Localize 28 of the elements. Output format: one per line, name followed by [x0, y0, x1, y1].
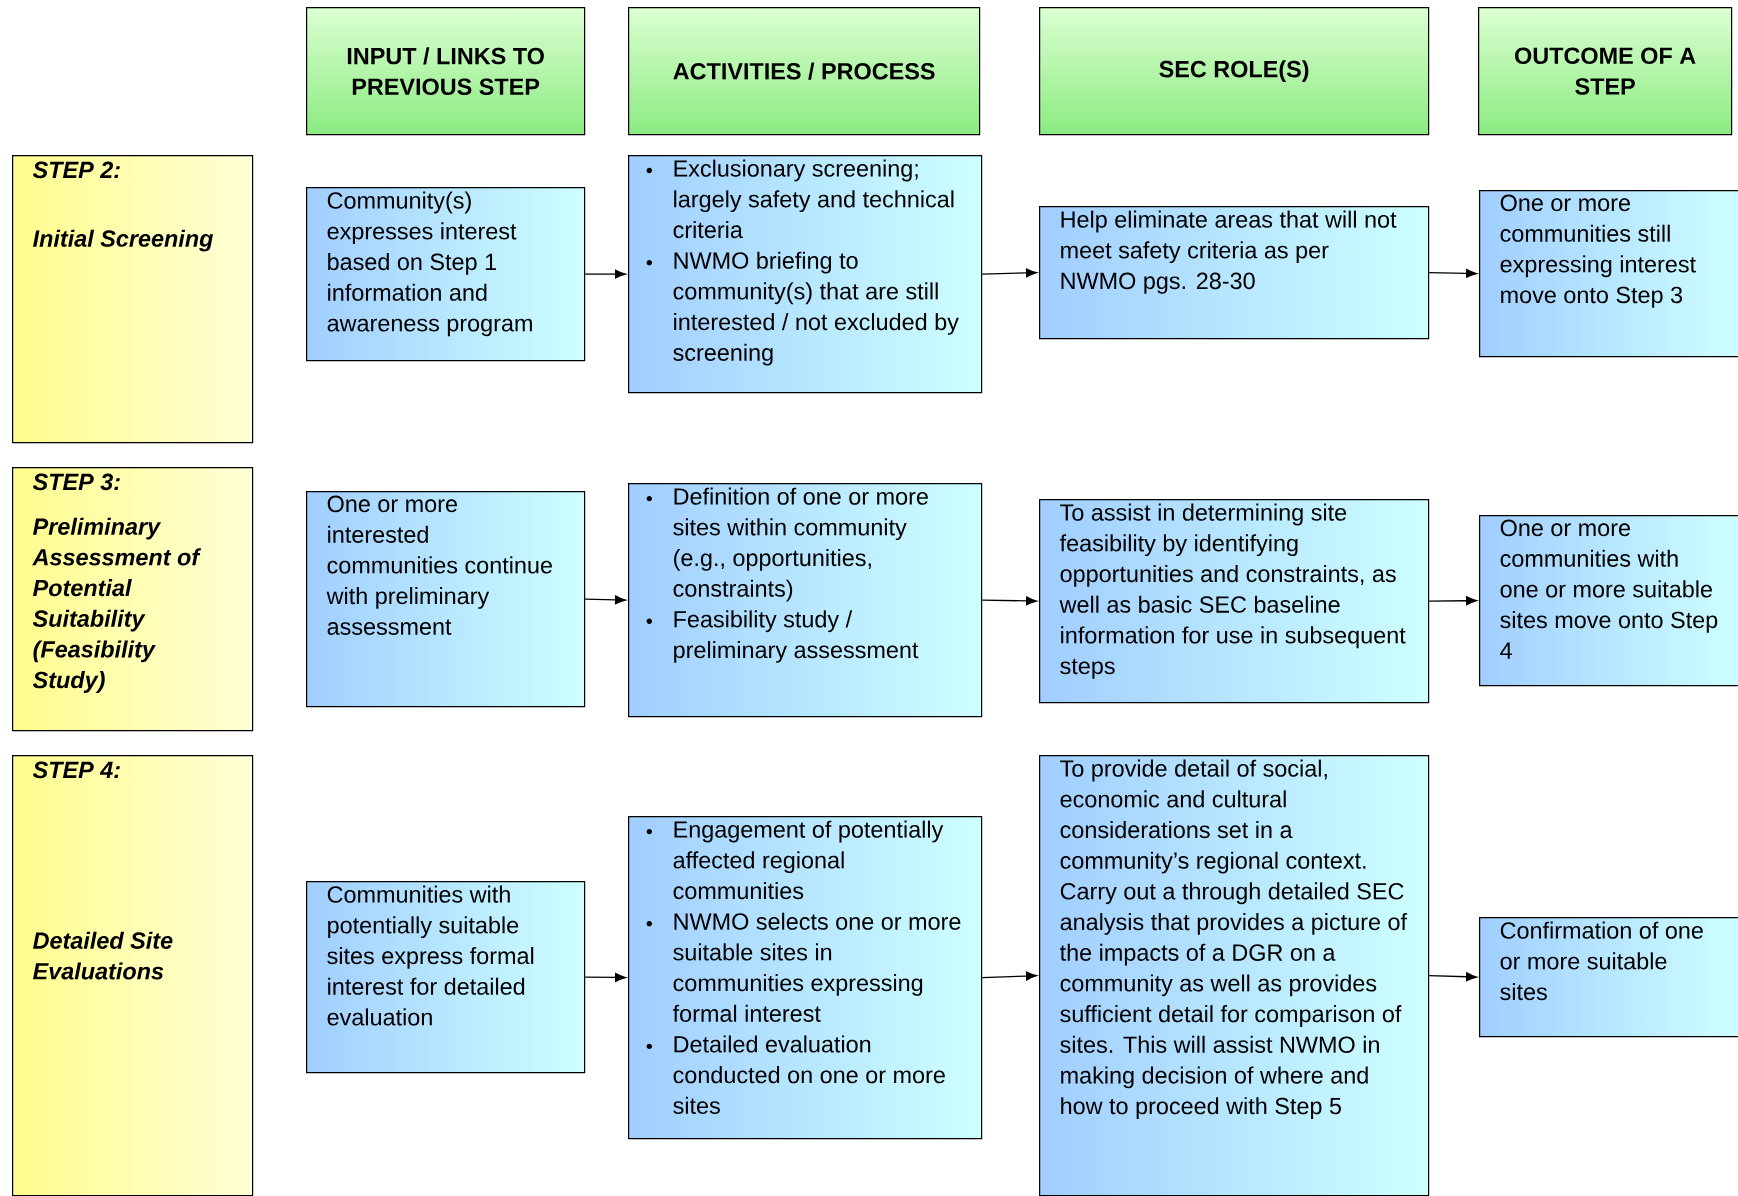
arrow — [1428, 596, 1478, 606]
process-box: To provide detail of social, economic and cultural considerations set in a community’s regional context. Carry out a through detailed SEC analysis that provides a picture of the impacts of a DGR on a community as well as provides sufficient detail for comparison of sites. This will assist NWMO in making decision of where and how to proceed with Step 5 — [1039, 755, 1430, 1196]
column-header: OUTCOME OF A STEP — [1478, 7, 1733, 136]
arrow — [1428, 972, 1478, 982]
step-box: STEP 2: Initial Screening — [12, 155, 254, 444]
process-box: Confirmation of one or more suitable sites — [1479, 917, 1738, 1038]
process-box: One or more communities with one or more suitable sites move onto Step 4 — [1479, 515, 1738, 687]
arrow — [981, 596, 1038, 606]
process-box: Exclusionary screening; largely safety and technical criteria NWMO briefing to community(s) that are still interested / not excluded by screening — [628, 155, 983, 394]
arrow — [981, 971, 1038, 981]
arrow — [981, 268, 1038, 278]
column-header: SEC ROLE(S) — [1039, 7, 1430, 136]
column-header: INPUT / LINKS TO PREVIOUS STEP — [306, 7, 586, 136]
process-box: One or more interested communities continue with preliminary assessment — [306, 491, 586, 708]
arrow — [584, 269, 627, 279]
step-box: STEP 3: Preliminary Assessment of Potential Suitability (Feasibility Study) — [12, 467, 254, 732]
process-box: Engagement of potentially affected regional communities NWMO selects one or more suitable sites in communities expressing formal interest Detailed evaluation conducted on one or more sites — [628, 816, 983, 1140]
process-box: To assist in determining site feasibility by identifying opportunities and constraints, as well as basic SEC baseline information for use in subsequent steps — [1039, 499, 1430, 704]
process-box: Communities with potentially suitable sites express formal interest for detailed evaluation — [306, 881, 586, 1074]
process-box: Community(s) expresses interest based on Step 1 information and awareness program — [306, 187, 586, 362]
column-header: ACTIVITIES / PROCESS — [628, 7, 981, 136]
arrow — [1428, 268, 1478, 278]
process-box: Help eliminate areas that will not meet safety criteria as per NWMO pgs. 28-30 — [1039, 206, 1430, 340]
process-box: Definition of one or more sites within community (e.g., opportunities, constraints) Feasibility study / preliminary assessment — [628, 483, 983, 718]
arrow — [584, 595, 627, 605]
process-box: One or more communities still expressing interest move onto Step 3 — [1479, 190, 1738, 358]
step-box: STEP 4: Detailed Site Evaluations — [12, 755, 254, 1196]
arrow — [584, 972, 627, 982]
